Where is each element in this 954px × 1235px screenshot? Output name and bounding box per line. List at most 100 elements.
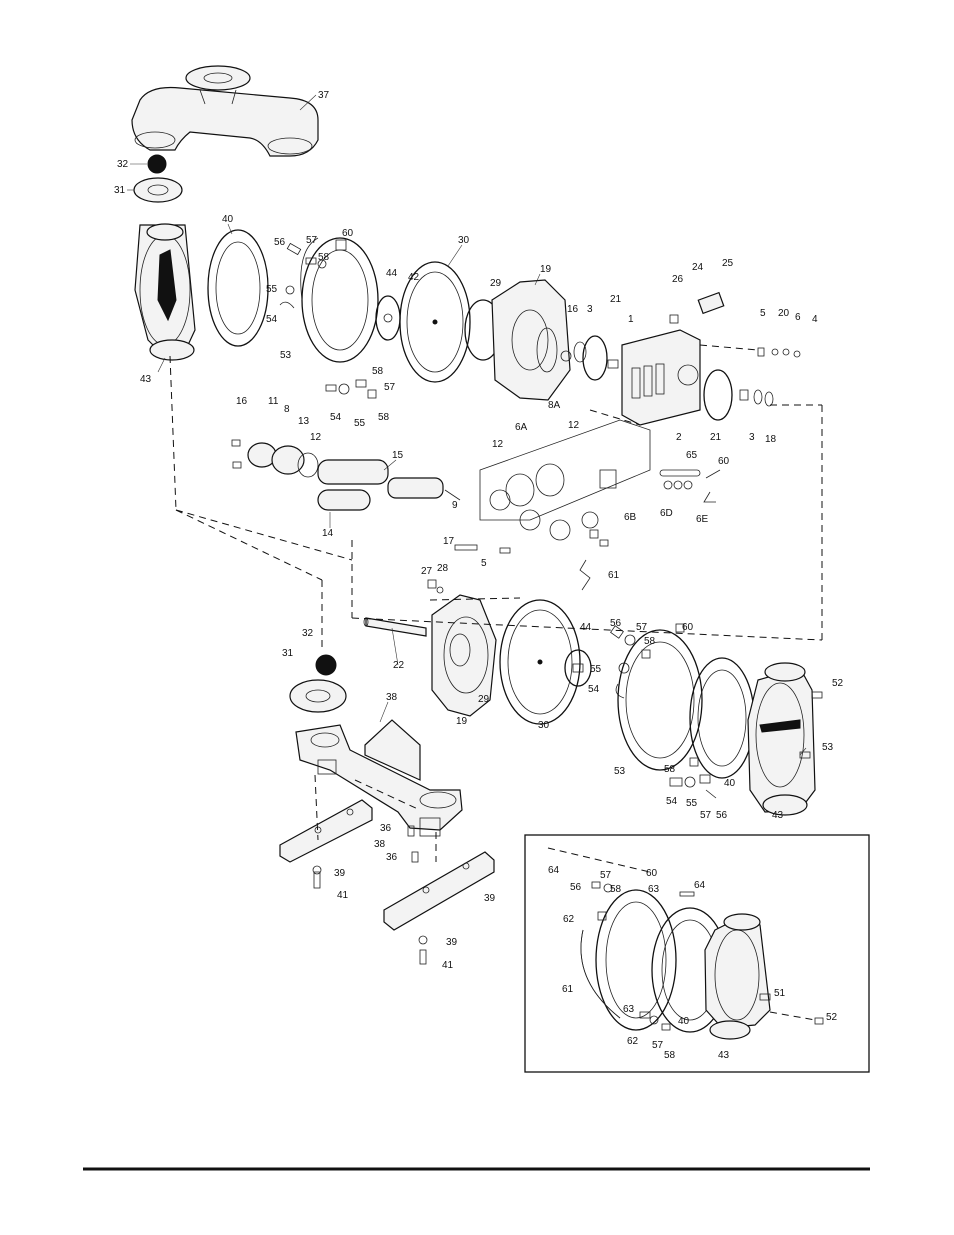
callout-2: 2 [676, 432, 682, 443]
callout-40: 40 [724, 778, 736, 789]
air-valve-body [621, 329, 701, 426]
callout-51: 51 [774, 988, 786, 999]
small-screw [499, 547, 511, 554]
callout-60: 60 [718, 456, 730, 467]
inset-detail-box [524, 834, 870, 1073]
callout-13: 13 [298, 416, 310, 427]
callout-43: 43 [718, 1050, 730, 1061]
callout-6D: 6D [660, 508, 673, 519]
callout-55: 55 [590, 664, 602, 675]
callout-56: 56 [716, 810, 728, 821]
upper-ball-seat [133, 177, 183, 203]
callout-41: 41 [337, 890, 349, 901]
callout-55: 55 [686, 798, 698, 809]
callout-8: 8 [284, 404, 290, 415]
callout-5: 5 [481, 558, 487, 569]
callout-64: 64 [694, 880, 706, 891]
left-fittings [279, 239, 377, 399]
callout-57: 57 [652, 1040, 664, 1051]
callout-21: 21 [610, 294, 622, 305]
mounting-foot-right [383, 851, 495, 931]
callout-29: 29 [490, 278, 502, 289]
callout-44: 44 [580, 622, 592, 633]
callout-44: 44 [386, 268, 398, 279]
right-air-diaphragm [499, 599, 581, 725]
callout-58: 58 [610, 884, 622, 895]
callout-32: 32 [117, 159, 129, 170]
air-side-diaphragm [399, 261, 471, 383]
lower-check-ball [315, 654, 337, 676]
callout-30: 30 [538, 720, 550, 731]
spool-seals [659, 469, 721, 503]
callout-61: 61 [608, 570, 620, 581]
callout-60: 60 [342, 228, 354, 239]
callout-58: 58 [644, 636, 656, 647]
right-fittings [610, 623, 685, 699]
callout-54: 54 [588, 684, 600, 695]
callout-62: 62 [563, 914, 575, 925]
callout-39: 39 [334, 868, 346, 879]
callout-12: 12 [310, 432, 322, 443]
callout-53: 53 [614, 766, 626, 777]
callout-19: 19 [456, 716, 468, 727]
callout-9: 9 [452, 500, 458, 511]
callout-17: 17 [443, 536, 455, 547]
part-number-labels: 37 32 31 40 56 57 58 60 30 44 42 29 19 2… [114, 90, 844, 1061]
callout-57: 57 [700, 810, 712, 821]
callout-5: 5 [760, 308, 766, 319]
pilot-valve-assembly [231, 439, 461, 511]
callout-21: 21 [710, 432, 722, 443]
callout-12: 12 [492, 439, 504, 450]
callout-24: 24 [692, 262, 704, 273]
left-diaphragm [207, 229, 269, 347]
callout-55: 55 [354, 418, 366, 429]
callout-58: 58 [378, 412, 390, 423]
upper-check-ball [147, 154, 167, 174]
right-outer-chamber [747, 662, 823, 816]
right-inner-chamber [617, 629, 703, 771]
callout-22: 22 [393, 660, 405, 671]
callout-30: 30 [458, 235, 470, 246]
callout-65: 65 [686, 450, 698, 461]
callout-53: 53 [280, 350, 292, 361]
callout-64: 64 [548, 865, 560, 876]
callout-6E: 6E [696, 514, 709, 525]
callout-52: 52 [832, 678, 844, 689]
center-bolt [454, 544, 478, 551]
callout-11: 11 [268, 396, 279, 407]
callout-54: 54 [330, 412, 342, 423]
lower-ball-seat [289, 679, 347, 713]
shaft-bushings [560, 335, 619, 381]
callout-32: 32 [302, 628, 314, 639]
callout-31: 31 [114, 185, 126, 196]
right-diaphragm-plate [564, 649, 592, 687]
callout-39: 39 [446, 937, 458, 948]
callout-28: 28 [437, 563, 449, 574]
callout-57: 57 [636, 622, 648, 633]
callout-14: 14 [322, 528, 334, 539]
foot-bolts [312, 825, 428, 965]
callout-29: 29 [478, 694, 490, 705]
mounting-foot-left [279, 799, 373, 863]
callout-39: 39 [484, 893, 496, 904]
callout-53: 53 [822, 742, 834, 753]
callout-1: 1 [628, 314, 634, 325]
callout-40: 40 [222, 214, 234, 225]
center-section-right [431, 594, 497, 717]
callout-18: 18 [765, 434, 777, 445]
callout-8A: 8A [548, 400, 561, 411]
callout-6B: 6B [624, 512, 637, 523]
callout-56: 56 [274, 237, 286, 248]
callout-61: 61 [562, 984, 574, 995]
callout-31: 31 [282, 648, 294, 659]
callout-42: 42 [408, 272, 420, 283]
callout-58: 58 [318, 252, 330, 263]
callout-52: 52 [826, 1012, 838, 1023]
callout-12: 12 [568, 420, 580, 431]
top-discharge-manifold [131, 65, 319, 157]
callout-38: 38 [386, 692, 398, 703]
callout-20: 20 [778, 308, 790, 319]
callout-58: 58 [372, 366, 384, 377]
callout-3: 3 [749, 432, 755, 443]
callout-60: 60 [646, 868, 658, 879]
